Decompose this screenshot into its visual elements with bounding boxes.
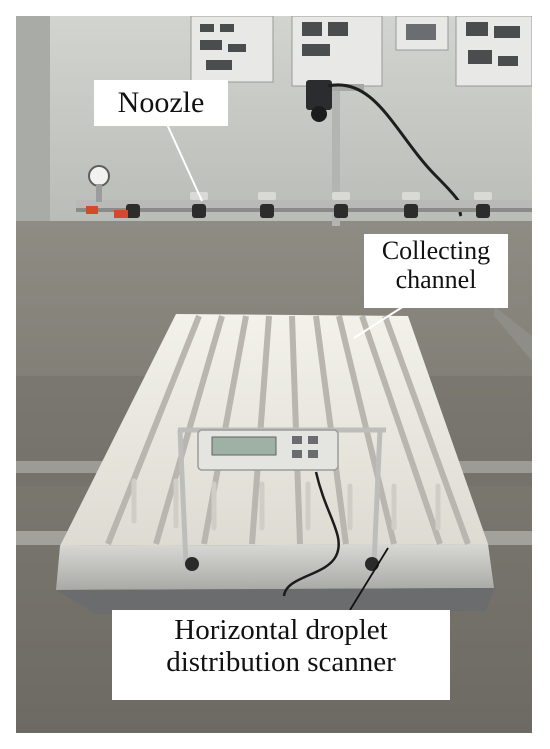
nozzle-callout-text: Noozle (117, 86, 205, 120)
nozzle-leader-line (165, 121, 203, 202)
scanner-screen (211, 436, 277, 456)
scanner-callout: Horizontal droplet distribution scanner (112, 610, 450, 700)
collecting-channel-text-line1: Collecting (381, 236, 491, 265)
spray-boom (76, 200, 532, 209)
scanner-callout-text-line1: Horizontal droplet (174, 614, 388, 646)
collecting-channel-callout: Collecting channel (364, 234, 508, 308)
scanner-leader-line (349, 547, 389, 611)
camera-arm (308, 84, 364, 91)
channel-leader-line (353, 305, 405, 339)
pressure-gauge (88, 165, 110, 187)
collection-tubes (131, 478, 441, 531)
camera-pole (332, 86, 340, 226)
nozzle-callout: Noozle (94, 80, 228, 126)
nozzle-row (86, 192, 492, 218)
scanner-callout-text-line2: distribution scanner (166, 646, 396, 679)
scanner-cable (282, 471, 340, 597)
left-wall-shadow (16, 16, 50, 231)
collecting-channel-text-line2: channel (395, 265, 477, 295)
camera-body (306, 80, 332, 110)
